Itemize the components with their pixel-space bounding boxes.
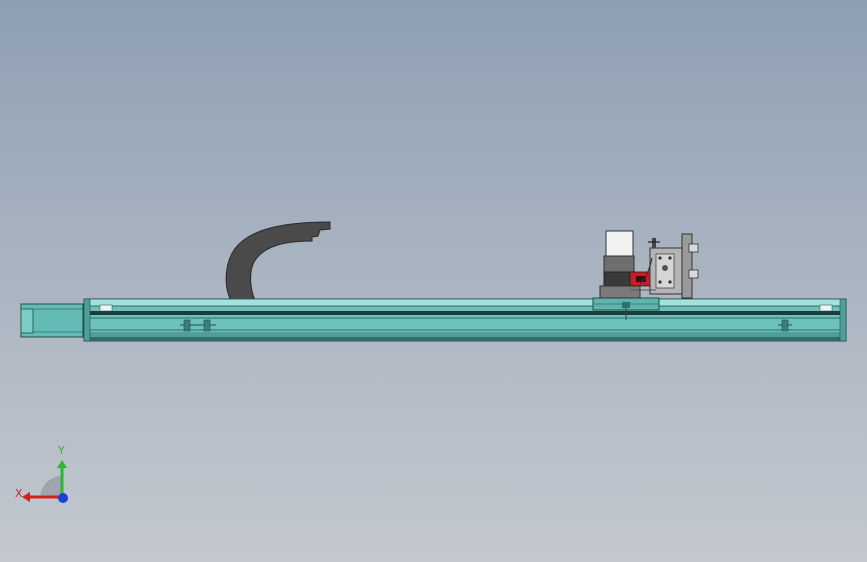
limit-sensor-right[interactable] xyxy=(778,319,792,332)
coordinate-triad: Y X xyxy=(15,444,68,503)
triad-plane xyxy=(40,476,62,498)
motor-end-block[interactable] xyxy=(20,303,84,338)
carriage-plate[interactable] xyxy=(592,297,660,320)
x-axis-arrowhead xyxy=(22,492,30,502)
y-axis-arrowhead xyxy=(57,460,67,468)
limit-sensor-left[interactable] xyxy=(180,319,216,332)
servo-motor[interactable] xyxy=(599,230,641,299)
drag-chain[interactable] xyxy=(225,221,331,310)
y-axis-label: Y xyxy=(57,444,65,457)
gripper-bracket[interactable] xyxy=(629,233,699,299)
x-axis-label: X xyxy=(15,487,23,500)
linear-rail[interactable] xyxy=(83,298,847,342)
z-axis-dot xyxy=(58,493,68,503)
